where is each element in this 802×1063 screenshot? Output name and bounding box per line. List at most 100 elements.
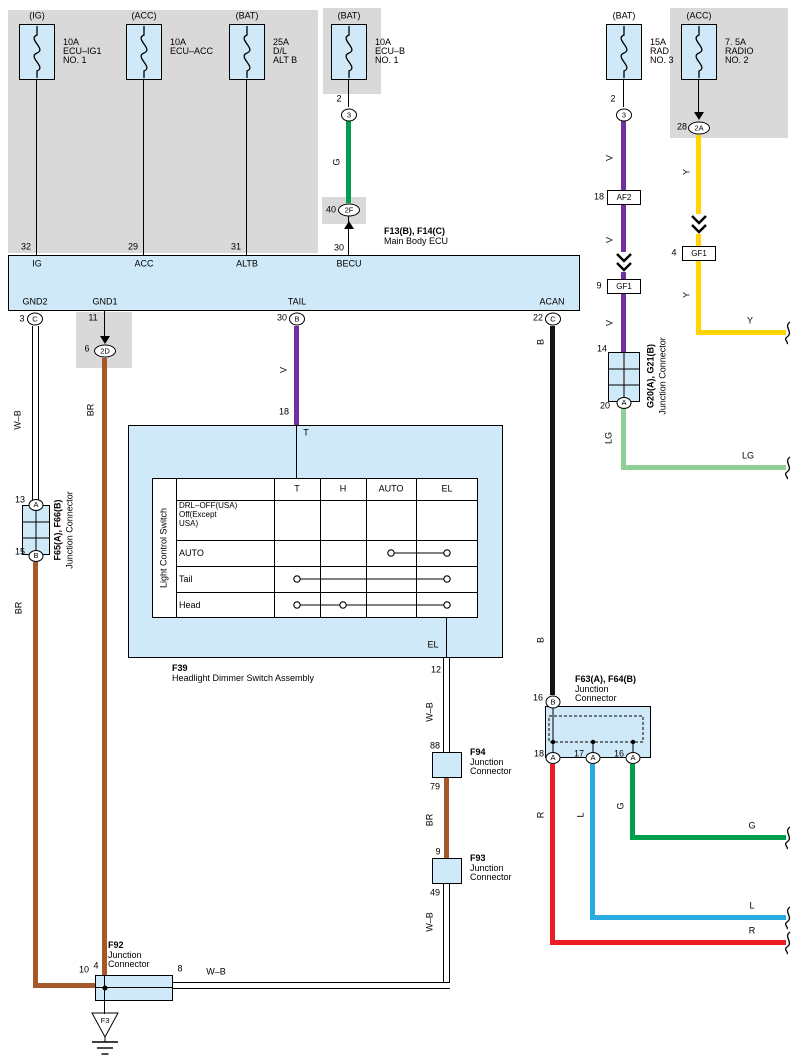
ecu-code: F13(B), F14(C) (384, 226, 446, 236)
wire-r-horizontal (550, 940, 786, 945)
connector-pin-oval: A (28, 499, 44, 511)
wire-tail-violet (294, 326, 299, 425)
junction-connector-f92 (95, 975, 173, 1001)
switch-terminal-out-line (446, 618, 447, 658)
switch-name: Headlight Dimmer Switch Assembly (172, 673, 315, 683)
table-grid-line (320, 478, 321, 618)
wire-color-label: G (748, 820, 756, 831)
fuse-slot-label: (IG) (29, 10, 45, 21)
wire-color-label: W–B (12, 410, 23, 430)
table-row-label: Off(Except (179, 510, 217, 519)
fuse-dl-altb (229, 24, 265, 80)
fuse-rad (606, 24, 642, 80)
wire-color-label: BR (85, 403, 96, 417)
wire-gnd2-br-horizontal (33, 983, 95, 988)
fuse-name: NO. 2 (725, 55, 749, 65)
switch-terminal-in-line (296, 425, 297, 478)
connector-pin-oval: B (28, 550, 44, 562)
fuse-ecu-acc (126, 24, 162, 80)
fuse-name: D/L (273, 46, 288, 56)
wire-l-horizontal (590, 915, 786, 920)
wire-break-icon (784, 931, 791, 955)
wire-color-label: W–B (206, 966, 226, 977)
junction-connector-label: Junction (470, 863, 504, 873)
table-grid-line (176, 478, 177, 618)
wire-gnd1-stub (104, 311, 105, 337)
inline-connector-arrow-icon (691, 214, 707, 234)
pin-number: 30 (333, 242, 345, 253)
pin-number: 9 (435, 846, 441, 857)
table-row-label: USA) (179, 519, 199, 528)
fuse-symbol-icon (695, 26, 703, 78)
table-grid-line (176, 540, 478, 541)
connector-pin-oval: A (616, 397, 632, 409)
f92-junction-dot (102, 985, 108, 991)
junction-connector-label: Junction (470, 757, 504, 767)
junction-connector-label: Connector (470, 766, 512, 776)
wire-l-vertical (590, 764, 595, 920)
wire-g-horizontal (630, 835, 786, 840)
wire-becu-green (346, 121, 351, 203)
fuse-symbol-icon (140, 26, 148, 78)
table-grid-line (176, 566, 478, 567)
connector-pin-oval: A (545, 752, 561, 764)
ecu-name: Main Body ECU (384, 236, 449, 246)
wire-color-label: BR (424, 813, 435, 827)
wire-color-label: W–B (424, 912, 435, 932)
ecu-terminal: GND1 (92, 296, 118, 307)
wire-color-label: Y (746, 315, 754, 326)
wire-becu-to-ecu (348, 216, 349, 255)
fuse-rating: 15A (650, 37, 667, 47)
fuse-rating: 10A (63, 37, 80, 47)
pin-number: 30 (276, 312, 288, 323)
switch-terminal-out: EL (427, 639, 439, 650)
wire-color-label: V (604, 154, 615, 162)
wire-ig-fuse-to-ecu (36, 80, 37, 255)
table-grid-line (274, 478, 275, 618)
ecu-terminal: TAIL (287, 296, 307, 307)
wire-color-label: LG (741, 450, 755, 461)
connector-pin-oval: A (585, 752, 601, 764)
ecu-terminal: ACAN (539, 296, 565, 307)
junction-connector-f93 (432, 858, 462, 884)
fuse-symbol-icon (33, 26, 41, 78)
wire-lg-horizontal (621, 465, 786, 470)
connector-pin-oval: C (27, 312, 43, 326)
wire-color-label: L (749, 900, 755, 911)
wire-altb-fuse-to-ecu (246, 80, 247, 255)
pin-number: 4 (671, 247, 677, 258)
inline-connector-arrow-icon (616, 252, 632, 272)
wire-break-icon (784, 456, 791, 480)
wire-r-vertical (550, 764, 555, 945)
pin-number: 10 (78, 964, 90, 975)
pin-number: 16 (613, 748, 625, 759)
pin-number: 79 (429, 781, 441, 792)
switch-terminal-in: T (303, 427, 309, 438)
pin-number: 18 (278, 406, 290, 417)
wire-acc-fuse-to-ecu (143, 80, 144, 255)
connector-pin-oval: 2A (688, 121, 710, 135)
connector-pin-oval: B (545, 695, 561, 709)
svg-text:F3: F3 (101, 1016, 110, 1025)
wire-color-label: R (535, 811, 546, 819)
main-body-ecu-box (8, 255, 580, 311)
fuse-block-shade-main (8, 10, 318, 253)
table-side-label: Light Control Switch (158, 507, 169, 589)
wire-color-label: V (604, 236, 615, 244)
ecu-terminal: IG (32, 258, 42, 269)
junction-connector-label: Connector (470, 872, 512, 882)
fuse-slot-label: (ACC) (131, 10, 157, 21)
pin-number: 8 (177, 963, 183, 974)
table-grid-line (416, 478, 417, 618)
junction-connector-label: Junction Connector (64, 491, 75, 569)
wire-el-wb-2 (443, 884, 450, 989)
arrow-down-icon (100, 336, 110, 344)
fuse-ecu-b (331, 24, 367, 80)
pin-number: 3 (19, 313, 25, 324)
junction-connector-label: Junction Connector (657, 337, 668, 415)
junction-connector-g20-g21 (608, 352, 640, 402)
pin-number: 14 (596, 343, 608, 354)
wire-color-label: Y (681, 291, 692, 299)
pin-number: 13 (14, 494, 26, 505)
